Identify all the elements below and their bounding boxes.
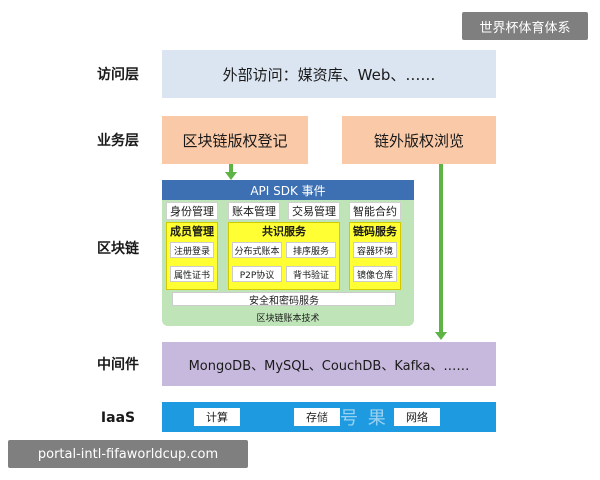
iaas-compute-item: 计算	[194, 408, 240, 426]
transaction-management-tab: 交易管理	[288, 202, 340, 220]
ledger-management-tab: 账本管理	[228, 202, 280, 220]
image-repo-item: 镜像仓库	[353, 266, 397, 282]
arrow-head-business-to-chain	[225, 172, 237, 180]
consensus-service-title: 共识服务	[262, 225, 306, 238]
source-badge: 世界杯体育体系	[462, 12, 588, 40]
member-management-title: 成员管理	[170, 225, 214, 238]
ordering-service-item: 排序服务	[286, 242, 336, 258]
layer-label-middleware: 中间件	[97, 357, 139, 373]
endorsement-verify-item: 背书验证	[286, 266, 336, 282]
smart-contract-tab: 智能合约	[349, 202, 401, 220]
iaas-network-item: 网络	[394, 408, 440, 426]
container-env-item: 容器环境	[353, 242, 397, 258]
layer-label-iaas: IaaS	[100, 410, 136, 426]
attribute-cert-item: 属性证书	[170, 266, 214, 282]
layer-label-access: 访问层	[97, 67, 139, 83]
access-layer-box: 外部访问：媒资库、Web、……	[162, 50, 496, 98]
arrow-offchain-to-middleware	[439, 164, 443, 334]
offchain-copyright-browse-box: 链外版权浏览	[342, 116, 496, 164]
watermark-text: 家号 果	[320, 408, 388, 429]
middleware-box: MongoDB、MySQL、CouchDB、Kafka、……	[162, 342, 496, 386]
register-login-item: 注册登录	[170, 242, 214, 258]
layer-label-blockchain: 区块链	[97, 241, 139, 257]
copyright-registration-box: 区块链版权登记	[162, 116, 308, 164]
distributed-ledger-item: 分布式账本	[232, 242, 282, 258]
url-banner: portal-intl-fifaworldcup.com	[8, 440, 248, 468]
ledger-tech-label: 区块链账本技术	[256, 313, 320, 324]
arrow-business-to-chain	[229, 164, 233, 174]
api-sdk-bar: API SDK 事件	[162, 180, 414, 200]
identity-management-tab: 身份管理	[166, 202, 218, 220]
chaincode-service-title: 链码服务	[353, 225, 397, 238]
arrow-head-offchain-to-middleware	[435, 332, 447, 340]
p2p-protocol-item: P2P协议	[232, 266, 282, 282]
security-crypto-bar: 安全和密码服务	[172, 292, 396, 307]
iaas-storage-item: 存储	[294, 408, 340, 426]
layer-label-business: 业务层	[97, 133, 139, 149]
